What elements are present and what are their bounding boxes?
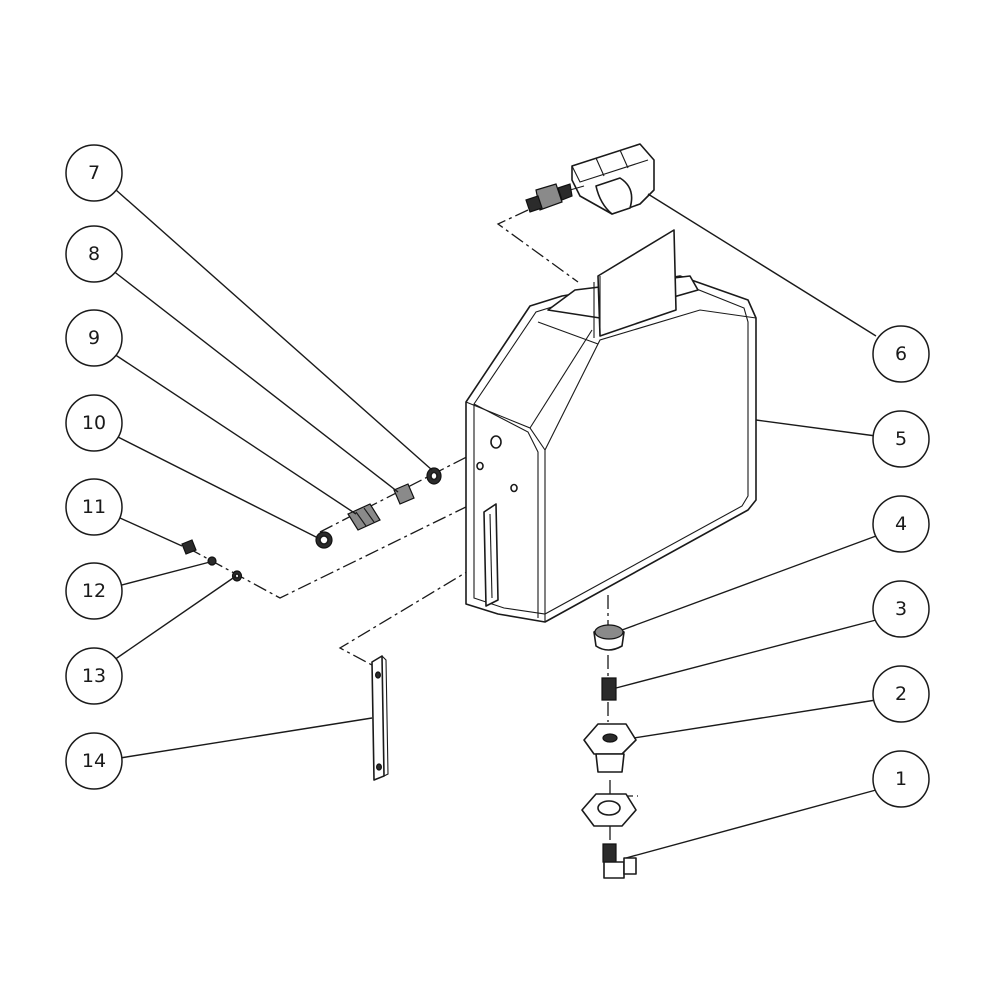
part-1-elbow-body: [603, 861, 625, 879]
part-9-nut: [347, 503, 381, 531]
part-10-washer-hole: [319, 535, 329, 545]
balloon-10: 10: [65, 394, 123, 452]
leader-1: [625, 789, 877, 859]
balloon-1: 1: [872, 750, 930, 808]
tank-top-front: [537, 321, 599, 345]
center-line-6: [496, 209, 579, 283]
balloon-labels: 7 8 9 10 11 12 13 14: [65, 144, 930, 808]
tank-mount-slot-line: [489, 513, 493, 599]
leader-6: [647, 193, 877, 337]
center-line-bottom-4: [609, 780, 638, 797]
leader-10: [115, 435, 319, 539]
part-9-nut-flats: [355, 507, 375, 527]
balloon-6: 6: [872, 325, 930, 383]
balloon-11-label: 11: [82, 496, 106, 518]
mounting-bracket: [371, 655, 389, 781]
part-1-elbow-outlet: [623, 857, 637, 875]
part-7-washer-hole: [430, 471, 438, 481]
part-14-strap-edge: [381, 655, 389, 777]
balloon-9-label: 9: [88, 327, 100, 349]
float-grooves: [595, 149, 629, 177]
leader-9: [113, 353, 357, 515]
part-14-hole-bottom: [376, 763, 383, 771]
part-8-nipple: [393, 483, 415, 505]
balloon-12-label: 12: [82, 580, 106, 602]
tank-hole-2: [476, 461, 484, 471]
balloon-8-label: 8: [88, 243, 100, 265]
fitting-nut: [557, 183, 573, 201]
tank-slope-edge: [529, 329, 593, 429]
leader-lines: [111, 189, 877, 859]
hex-nut-bore: [597, 800, 621, 816]
part-2-hex-bore: [602, 733, 618, 743]
balloon-14: 14: [65, 732, 123, 790]
float-body: [571, 143, 655, 215]
tank-side-edge-inner: [473, 403, 539, 618]
float-top-edge: [571, 159, 649, 183]
balloon-13: 13: [65, 647, 123, 705]
balloon-4-label: 4: [895, 513, 907, 535]
leader-3: [615, 619, 877, 689]
part-2-shank: [595, 753, 625, 773]
balloon-3: 3: [872, 580, 930, 638]
tank-hole-3: [510, 483, 518, 493]
leader-12: [117, 561, 211, 587]
bolt-hardware: [181, 539, 243, 582]
leader-11: [119, 517, 183, 547]
balloon-5: 5: [872, 410, 930, 468]
part-3-insert: [601, 677, 617, 701]
leader-4: [621, 535, 877, 631]
leader-5: [755, 419, 877, 437]
balloon-7-label: 7: [88, 162, 100, 184]
balloon-2-label: 2: [895, 683, 907, 705]
balloon-4: 4: [872, 495, 930, 553]
balloon-13-label: 13: [82, 665, 106, 687]
tank-top-slope: [544, 309, 757, 451]
leader-14: [119, 717, 373, 759]
balloon-12: 12: [65, 562, 123, 620]
balloon-9: 9: [65, 309, 123, 367]
drain-stack: [581, 624, 637, 879]
balloon-7: 7: [65, 144, 123, 202]
float-cup: [595, 177, 633, 215]
leader-2: [633, 699, 877, 739]
fitting-thread: [525, 195, 543, 213]
part-11-bolt: [181, 539, 197, 555]
tank-reservoir: [465, 229, 757, 623]
tank-filler-lid: [597, 229, 677, 337]
part-12-washer: [207, 556, 217, 566]
balloon-5-label: 5: [895, 428, 907, 450]
balloon-8: 8: [65, 225, 123, 283]
balloon-10-label: 10: [82, 412, 106, 434]
center-line-bolt: [187, 504, 471, 599]
leader-7: [115, 189, 433, 471]
leader-13: [113, 575, 237, 661]
center-line-bracket: [338, 539, 521, 666]
side-fittings: [315, 467, 442, 549]
part-14-hole-top: [375, 671, 382, 679]
balloon-11: 11: [65, 478, 123, 536]
part-4-plug-top: [594, 624, 624, 640]
balloon-14-label: 14: [82, 750, 106, 772]
leader-8: [111, 269, 399, 493]
balloon-1-label: 1: [895, 768, 907, 790]
part-1-elbow-thread: [602, 843, 617, 863]
balloon-6-label: 6: [895, 343, 907, 365]
tank-side-edge: [465, 401, 546, 622]
tank-hole-1: [490, 435, 502, 449]
fitting-stem: [569, 185, 585, 191]
float-switch-assembly: [525, 143, 655, 215]
balloon-2: 2: [872, 665, 930, 723]
balloon-3-label: 3: [895, 598, 907, 620]
